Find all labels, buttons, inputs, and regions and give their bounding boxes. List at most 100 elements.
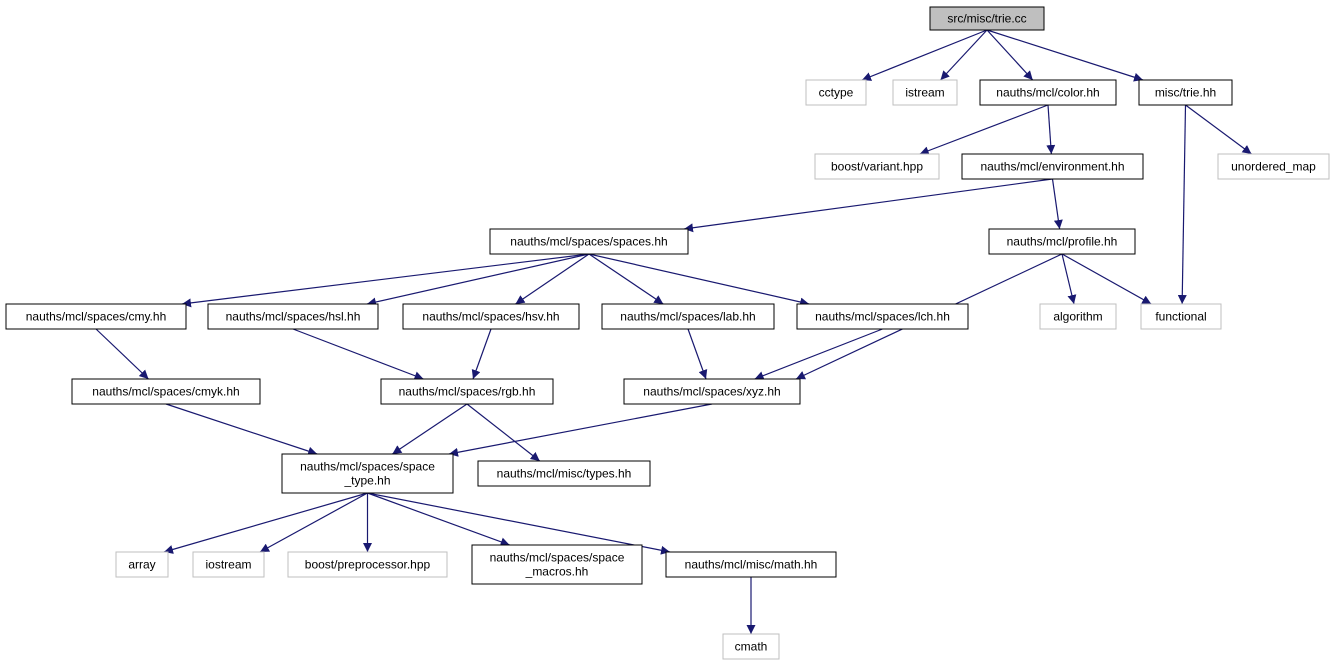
edge-spaces-hh-to-hsv-hh (515, 253, 590, 305)
node-label: nauths/mcl/spaces/rgb.hh (399, 385, 536, 399)
node-boost-variant: boost/variant.hpp (814, 153, 940, 180)
edge-rgb-hh-to-space-type-hh (392, 403, 468, 455)
edge-trie-hh-to-functional (1177, 104, 1187, 305)
node-box (477, 460, 651, 487)
node-label: nauths/mcl/spaces/hsv.hh (422, 310, 559, 324)
node-box (979, 79, 1117, 106)
node-xyz-hh[interactable]: nauths/mcl/spaces/xyz.hh (623, 378, 801, 405)
edge-spaces-hh-to-hsl-hh (366, 253, 590, 307)
node-hsl-hh[interactable]: nauths/mcl/spaces/hsl.hh (207, 303, 379, 330)
node-label: src/misc/trie.cc (947, 12, 1026, 26)
edge-color-hh-to-boost-variant (919, 104, 1049, 155)
node-label: istream (905, 86, 944, 100)
node-box (192, 551, 265, 578)
node-label: _type.hh (343, 474, 390, 488)
node-label: nauths/mcl/spaces/cmy.hh (26, 310, 167, 324)
node-lch-hh[interactable]: nauths/mcl/spaces/lch.hh (796, 303, 969, 330)
node-cmath: cmath (722, 633, 780, 660)
node-box (207, 303, 379, 330)
node-box (489, 228, 689, 255)
node-iostream: iostream (192, 551, 265, 578)
node-label: nauths/mcl/misc/math.hh (685, 558, 818, 572)
node-istream: istream (892, 79, 958, 106)
node-box (1138, 79, 1233, 106)
node-unordered-map: unordered_map (1217, 153, 1330, 180)
node-label: nauths/mcl/environment.hh (980, 160, 1124, 174)
edge-hsl-hh-to-rgb-hh (292, 328, 424, 380)
node-trie-hh[interactable]: misc/trie.hh (1138, 79, 1233, 106)
edge-space-type-hh-to-array (163, 492, 368, 554)
edge-trie-cc-to-trie-hh (986, 29, 1144, 82)
edge-environment-hh-to-spaces-hh (683, 178, 1053, 233)
node-box (402, 303, 580, 330)
node-label: nauths/mcl/color.hh (996, 86, 1099, 100)
node-color-hh[interactable]: nauths/mcl/color.hh (979, 79, 1117, 106)
node-hsv-hh[interactable]: nauths/mcl/spaces/hsv.hh (402, 303, 580, 330)
edge-environment-hh-to-profile-hh (1051, 178, 1063, 230)
node-label: nauths/mcl/spaces/space (300, 460, 435, 474)
edge-trie-cc-to-cctype (861, 29, 988, 81)
edge-rgb-hh-to-types-hh (466, 403, 541, 462)
node-cmy-hh[interactable]: nauths/mcl/spaces/cmy.hh (5, 303, 187, 330)
node-box (115, 551, 169, 578)
node-label: nauths/mcl/spaces/lch.hh (815, 310, 950, 324)
node-box (929, 6, 1045, 31)
node-label: array (128, 558, 155, 572)
node-box (281, 453, 454, 494)
nodes-layer: src/misc/trie.cc cctype istream nauths/mcl/… (5, 6, 1330, 660)
node-space-macros-hh[interactable]: nauths/mcl/spaces/space_macros.hh (471, 544, 643, 585)
edge-cmy-hh-to-cmyk-hh (95, 328, 149, 380)
node-box (722, 633, 780, 660)
edge-spaces-hh-to-lab-hh (588, 253, 664, 305)
node-box (380, 378, 554, 405)
edge-profile-hh-to-functional (1061, 253, 1152, 305)
edge-trie-cc-to-istream (940, 29, 988, 81)
node-label: boost/preprocessor.hpp (305, 558, 431, 572)
edge-space-type-hh-to-iostream (259, 492, 368, 553)
node-label: nauths/mcl/spaces/spaces.hh (510, 235, 667, 249)
node-box (1217, 153, 1330, 180)
node-label: functional (1155, 310, 1206, 324)
node-profile-hh[interactable]: nauths/mcl/profile.hh (988, 228, 1136, 255)
node-label: misc/trie.hh (1155, 86, 1216, 100)
node-label: nauths/mcl/profile.hh (1007, 235, 1118, 249)
node-lab-hh[interactable]: nauths/mcl/spaces/lab.hh (601, 303, 775, 330)
node-boost-preprocessor: boost/preprocessor.hpp (287, 551, 448, 578)
node-spaces-hh[interactable]: nauths/mcl/spaces/spaces.hh (489, 228, 689, 255)
node-box (961, 153, 1144, 180)
edges-layer (95, 29, 1252, 634)
node-functional: functional (1140, 303, 1222, 330)
edge-profile-hh-to-algorithm (1061, 253, 1077, 305)
edge-lch-hh-to-xyz-hh (754, 328, 883, 380)
edge-spaces-hh-to-cmy-hh (181, 253, 590, 308)
node-label: _macros.hh (525, 565, 589, 579)
node-rgb-hh[interactable]: nauths/mcl/spaces/rgb.hh (380, 378, 554, 405)
node-box (471, 544, 643, 585)
node-box (623, 378, 801, 405)
edge-trie-hh-to-unordered-map (1185, 104, 1252, 155)
node-box (988, 228, 1136, 255)
node-label: nauths/mcl/spaces/xyz.hh (643, 385, 780, 399)
node-space-type-hh[interactable]: nauths/mcl/spaces/space_type.hh (281, 453, 454, 494)
node-types-hh[interactable]: nauths/mcl/misc/types.hh (477, 460, 651, 487)
node-cmyk-hh[interactable]: nauths/mcl/spaces/cmyk.hh (71, 378, 261, 405)
node-box (1039, 303, 1117, 330)
node-cctype: cctype (805, 79, 867, 106)
node-label: cmath (735, 640, 768, 654)
node-box (287, 551, 448, 578)
node-box (814, 153, 940, 180)
node-environment-hh[interactable]: nauths/mcl/environment.hh (961, 153, 1144, 180)
node-trie-cc[interactable]: src/misc/trie.cc (929, 6, 1045, 31)
edge-cmyk-hh-to-space-type-hh (165, 403, 318, 456)
node-box (1140, 303, 1222, 330)
node-algorithm: algorithm (1039, 303, 1117, 330)
node-box (601, 303, 775, 330)
node-math-hh[interactable]: nauths/mcl/misc/math.hh (665, 551, 837, 578)
node-label: nauths/mcl/spaces/space (490, 551, 625, 565)
node-label: cctype (819, 86, 854, 100)
edge-space-type-hh-to-math-hh (367, 492, 671, 555)
edge-color-hh-to-environment-hh (1046, 104, 1056, 155)
node-label: algorithm (1053, 310, 1102, 324)
node-label: nauths/mcl/misc/types.hh (497, 467, 632, 481)
